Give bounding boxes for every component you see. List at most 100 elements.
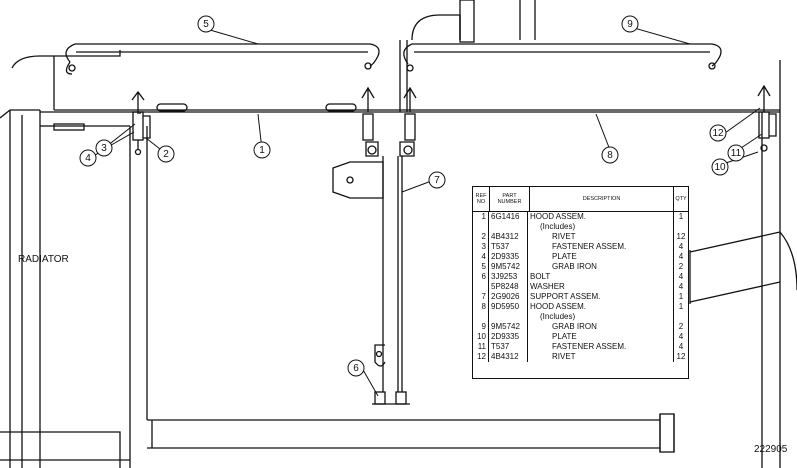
row-ref: 5 (473, 262, 489, 272)
row-part-number: T537 (489, 342, 528, 352)
row-qty: 4 (678, 242, 684, 251)
row-description: RIVET (528, 232, 674, 242)
row-ref: 6 (473, 272, 489, 282)
callout-number: 11 (731, 148, 742, 159)
callout-circle (157, 145, 175, 163)
row-part-number: 9M5742 (489, 322, 528, 332)
callout-circle (79, 149, 97, 167)
table-row: (Includes) (473, 312, 688, 322)
callout-number: 8 (607, 150, 613, 161)
row-qty (674, 312, 688, 322)
row-part-number: 4B4312 (489, 232, 528, 242)
row-ref: 9 (473, 322, 489, 332)
row-part-number (489, 312, 528, 322)
header-part-number: PART NUMBER (490, 187, 530, 211)
figure-number: 222905 (754, 444, 788, 455)
row-part-number: 9M5742 (489, 262, 528, 272)
row-qty: 1 (678, 292, 684, 301)
callout-circle (711, 158, 729, 176)
row-description: BOLT (528, 272, 674, 282)
exhaust-elbow (411, 0, 536, 43)
row-description: FASTENER ASSEM. (528, 342, 674, 352)
callout-circle (601, 146, 619, 164)
support-bolts (372, 391, 410, 405)
callout-circle (709, 124, 727, 142)
header-qty: QTY (675, 196, 687, 202)
callout-circle (347, 359, 365, 377)
callout-number: 3 (101, 143, 107, 154)
row-description: PLATE (528, 332, 674, 342)
row-ref (473, 282, 489, 292)
callout-circle (428, 171, 446, 189)
callout-circle (197, 15, 215, 33)
support-assembly (332, 156, 403, 392)
row-part-number: T537 (489, 242, 528, 252)
row-qty: 2 (678, 322, 684, 331)
row-description: RIVET (528, 352, 674, 362)
row-description: GRAB IRON (528, 262, 674, 272)
row-part-number: 4B4312 (489, 352, 528, 362)
row-description: SUPPORT ASSEM. (528, 292, 674, 302)
row-qty: 4 (678, 282, 684, 291)
grab-iron-right (403, 43, 722, 72)
callout-number: 9 (627, 19, 633, 30)
callout-circle (253, 141, 271, 159)
row-part-number: 2G9026 (489, 292, 528, 302)
callout-number: 5 (203, 19, 209, 30)
row-qty: 12 (676, 232, 686, 241)
fastener-center-right (399, 86, 417, 157)
row-ref: 2 (473, 232, 489, 242)
row-description: FASTENER ASSEM. (528, 242, 674, 252)
row-qty: 2 (678, 262, 684, 271)
radiator-label: RADIATOR (18, 254, 69, 265)
row-ref: 1 (473, 212, 489, 222)
header-ref: REF NO (473, 187, 490, 211)
callout-number: 2 (163, 149, 169, 160)
row-ref (473, 222, 489, 232)
table-row: (Includes) (473, 222, 688, 232)
row-ref: 11 (473, 342, 489, 352)
row-description: PLATE (528, 252, 674, 262)
callout-circle (727, 144, 745, 162)
row-ref: 4 (473, 252, 489, 262)
callout-number: 10 (714, 162, 726, 173)
row-qty: 4 (678, 342, 684, 351)
grab-iron-left (65, 43, 380, 75)
callout-number: 6 (353, 363, 359, 374)
callout-circle (95, 139, 113, 157)
row-part-number (489, 222, 528, 232)
row-description: WASHER (528, 282, 674, 292)
row-qty: 12 (676, 352, 686, 361)
callout-number: 1 (259, 145, 265, 156)
row-part-number: 5P8248 (489, 282, 528, 292)
row-qty: 4 (678, 272, 684, 281)
row-part-number: 3J9253 (489, 272, 528, 282)
row-description: HOOD ASSEM. (528, 212, 674, 222)
callout-number: 7 (434, 175, 440, 186)
row-ref: 12 (473, 352, 489, 362)
row-ref: 3 (473, 242, 489, 252)
row-part-number: 2D9335 (489, 332, 528, 342)
row-qty: 1 (678, 212, 684, 221)
row-qty (674, 222, 688, 232)
row-qty: 1 (678, 302, 684, 311)
frame-rail (147, 413, 675, 453)
callout-number: 4 (85, 153, 91, 164)
row-description: GRAB IRON (528, 322, 674, 332)
